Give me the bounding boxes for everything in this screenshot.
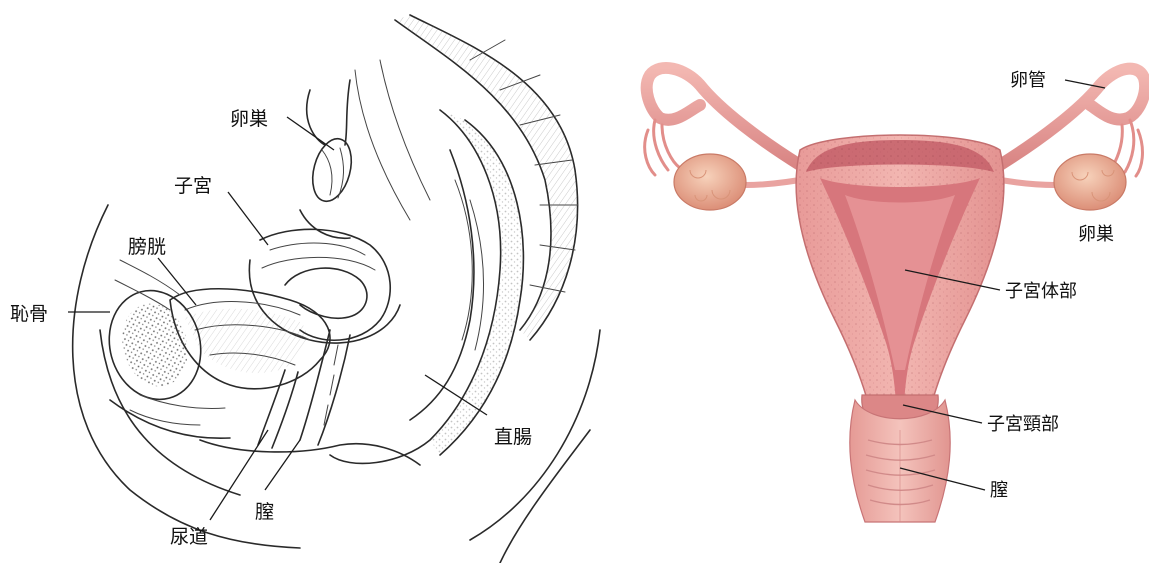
label-urethra: 尿道 (170, 526, 208, 548)
label-rectum: 直腸 (494, 426, 532, 448)
label-vagina-left: 膣 (255, 501, 274, 523)
label-bladder: 膀胱 (128, 236, 166, 258)
label-cervix: 子宮頸部 (987, 414, 1059, 435)
label-fallopian-tube: 卵管 (1010, 70, 1046, 91)
label-uterine-body: 子宮体部 (1005, 281, 1077, 302)
label-ovary-left: 卵巣 (230, 108, 268, 130)
label-uterus-left: 子宮 (174, 175, 212, 197)
label-pubic-bone: 恥骨 (10, 303, 48, 325)
sagittal-illustration (73, 15, 600, 563)
label-vagina-right: 膣 (990, 480, 1008, 501)
label-ovary-right: 卵巣 (1078, 224, 1114, 245)
